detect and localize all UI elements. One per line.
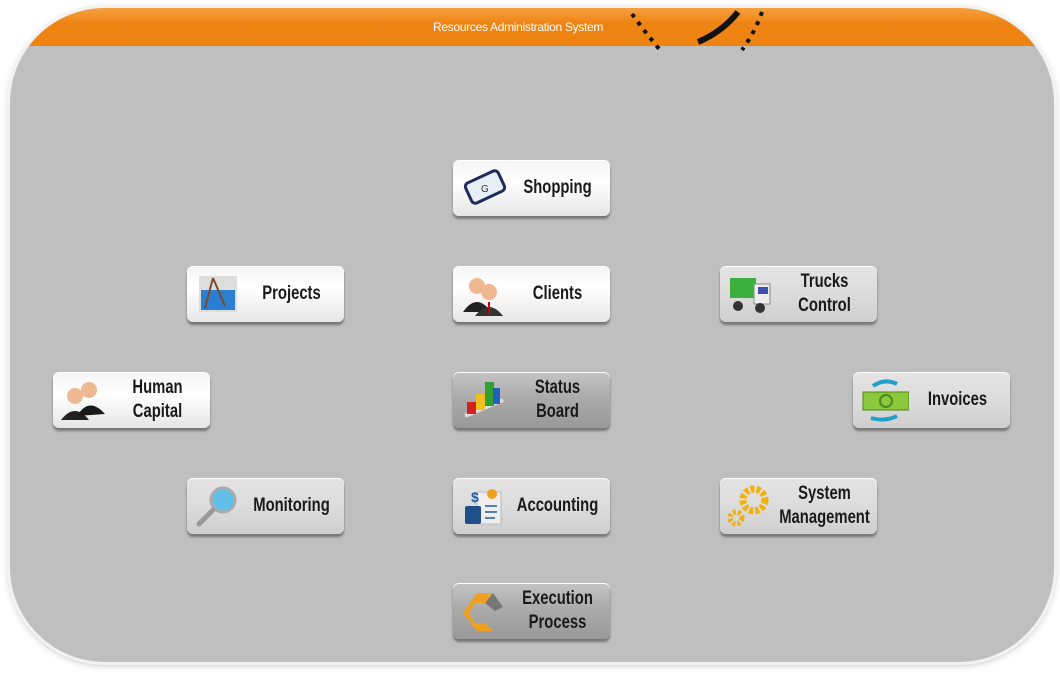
bar-chart-icon xyxy=(464,382,504,418)
people-icon xyxy=(463,278,503,316)
magnifier-icon xyxy=(196,486,237,527)
gears-icon xyxy=(727,485,769,527)
clients-button[interactable]: Clients xyxy=(453,266,610,322)
invoices-button[interactable]: Invoices xyxy=(853,372,1010,428)
svg-text:$: $ xyxy=(471,489,479,505)
human-capital-label: Human Capital xyxy=(132,377,183,422)
blueprint-icon xyxy=(199,276,237,312)
human-capital-button[interactable]: Human Capital xyxy=(53,372,210,428)
shopping-button[interactable]: G Shopping xyxy=(453,160,610,216)
smartphone-icon: G xyxy=(463,169,507,205)
system-management-button[interactable]: System Management xyxy=(720,478,877,534)
header-bar: Resources Administration System xyxy=(10,8,1054,46)
system-management-label: System Management xyxy=(779,483,870,528)
trucks-control-label: Trucks Control xyxy=(798,271,851,316)
money-exchange-icon xyxy=(862,379,909,422)
accounting-icon: $ xyxy=(465,489,502,525)
execution-process-button[interactable]: Execution Process xyxy=(453,583,610,639)
accounting-label: Accounting xyxy=(516,495,599,516)
clients-label: Clients xyxy=(532,283,583,304)
truck-icon xyxy=(730,278,771,313)
trucks-control-button[interactable]: Trucks Control xyxy=(720,266,877,322)
decorative-arcs-icon xyxy=(630,10,764,52)
projects-label: Projects xyxy=(262,283,321,304)
status-board-label: Status Board xyxy=(534,377,581,422)
accounting-button[interactable]: $ Accounting xyxy=(453,478,610,534)
projects-button[interactable]: Projects xyxy=(187,266,344,322)
shopping-label: Shopping xyxy=(523,177,592,198)
people-icon xyxy=(61,382,105,420)
execution-process-label: Execution Process xyxy=(522,588,593,633)
monitoring-label: Monitoring xyxy=(253,495,330,516)
monitoring-button[interactable]: Monitoring xyxy=(187,478,344,534)
status-board-button[interactable]: Status Board xyxy=(453,372,610,428)
main-panel: Resources Administration System G Shoppi… xyxy=(10,8,1054,662)
app-title: Resources Administration System xyxy=(433,20,604,34)
svg-text:G: G xyxy=(481,184,489,195)
invoices-label: Invoices xyxy=(927,389,988,410)
execution-logo-icon xyxy=(463,593,503,631)
